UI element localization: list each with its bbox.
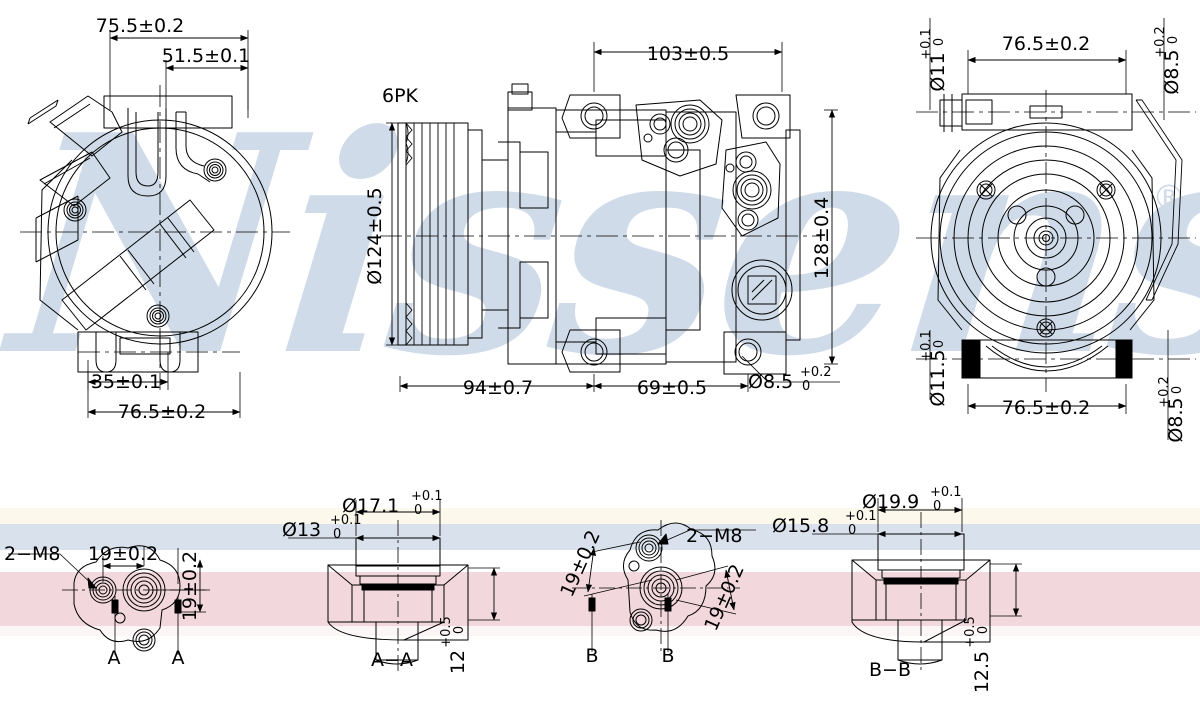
- label-6pk: 6PK: [382, 85, 419, 107]
- dim-17-1: Ø17.1: [342, 495, 399, 517]
- dim-8-5-centre-tol-up: +0.2: [800, 365, 832, 380]
- dim-11: Ø11: [927, 52, 949, 91]
- dim-8-5-rear-bottom: Ø8.5: [1165, 397, 1187, 442]
- dim-8-5-rear-top: Ø8.5: [1161, 49, 1183, 94]
- dim-128: 128±0.4: [811, 197, 833, 279]
- dim-17-1-tol-up: +0.1: [411, 489, 443, 504]
- dim-8-5-rear-top-tol-dn: 0: [1166, 36, 1181, 44]
- dim-76-5-front: 76.5±0.2: [118, 401, 206, 423]
- label-b-right: B: [661, 645, 674, 667]
- dim-69: 69±0.5: [637, 377, 707, 399]
- dim-8-5-rear-top-tol-up: +0.2: [1153, 26, 1168, 58]
- dim-35: 35±0.1: [91, 371, 161, 393]
- rear-view: [916, 18, 1196, 440]
- label-section-aa: A−A: [371, 649, 413, 671]
- label-2-m8-b: 2−M8: [686, 525, 743, 547]
- dim-8-5-centre: Ø8.5: [748, 371, 793, 393]
- dim-94: 94±0.7: [463, 377, 533, 399]
- dim-19-horizontal-a: 19±0.2: [88, 543, 158, 565]
- dim-12-5: 12.5: [971, 651, 993, 693]
- dim-103: 103±0.5: [647, 43, 729, 65]
- dim-75-5: 75.5±0.2: [96, 15, 184, 37]
- dim-51-5: 51.5±0.1: [162, 45, 250, 67]
- dim-13-tol-up: +0.1: [330, 513, 362, 528]
- label-a-left: A: [108, 647, 121, 669]
- dim-12: 12: [447, 650, 469, 674]
- color-band-fade: [0, 626, 1200, 636]
- dim-19-9-tol-dn: 0: [933, 499, 941, 514]
- dim-76-5-rear-bottom: 76.5±0.2: [1002, 397, 1090, 419]
- dim-12-5-tol-up: +0.5: [963, 616, 978, 648]
- label-2-m8-a: 2−M8: [4, 543, 61, 565]
- dim-12-tol-dn: 0: [452, 626, 467, 634]
- front-view: [20, 30, 290, 418]
- dim-76-5-rear-top: 76.5±0.2: [1002, 33, 1090, 55]
- side-view: [380, 42, 840, 392]
- section-a-a: [288, 500, 500, 672]
- dim-19-b1: 19±0.2: [556, 527, 605, 600]
- label-section-bb: B−B: [869, 659, 911, 681]
- label-b-left: B: [585, 645, 598, 667]
- dim-19-9: Ø19.9: [862, 491, 919, 513]
- label-a-right: A: [172, 647, 185, 669]
- section-b-b: [812, 498, 1022, 672]
- dim-8-5-centre-tol-dn: 0: [802, 379, 810, 394]
- dim-15-8: Ø15.8: [772, 515, 829, 537]
- dim-13-tol-dn: 0: [333, 527, 341, 542]
- dim-19-b2: 19±0.2: [700, 561, 749, 634]
- dim-19-vertical-a: 19±0.2: [179, 551, 201, 621]
- dim-11-tol-up: +0.1: [919, 28, 934, 60]
- dim-11-5-tol-up: +0.1: [919, 330, 934, 362]
- dim-11-5-tol-dn: 0: [932, 340, 947, 348]
- dim-12-tol-up: +0.5: [439, 616, 454, 648]
- detail-a-port: [8, 545, 210, 655]
- dim-8-5-rear-bottom-tol-dn: 0: [1170, 386, 1185, 394]
- dim-11-5: Ø11.5: [927, 349, 949, 406]
- dim-19-9-tol-up: +0.1: [930, 485, 962, 500]
- detail-b-port: [572, 520, 756, 652]
- dim-11-tol-dn: 0: [932, 38, 947, 46]
- dim-124: Ø124±0.5: [364, 187, 386, 284]
- dim-17-1-tol-dn: 0: [414, 503, 422, 518]
- color-band-white: [0, 550, 1200, 572]
- dim-8-5-rear-bottom-tol-up: +0.2: [1157, 376, 1172, 408]
- color-band-blue: [0, 524, 1200, 550]
- dim-13: Ø13: [282, 519, 321, 541]
- dim-15-8-tol-up: +0.1: [845, 509, 877, 524]
- dim-15-8-tol-dn: 0: [848, 523, 856, 538]
- dim-12-5-tol-dn: 0: [976, 626, 991, 634]
